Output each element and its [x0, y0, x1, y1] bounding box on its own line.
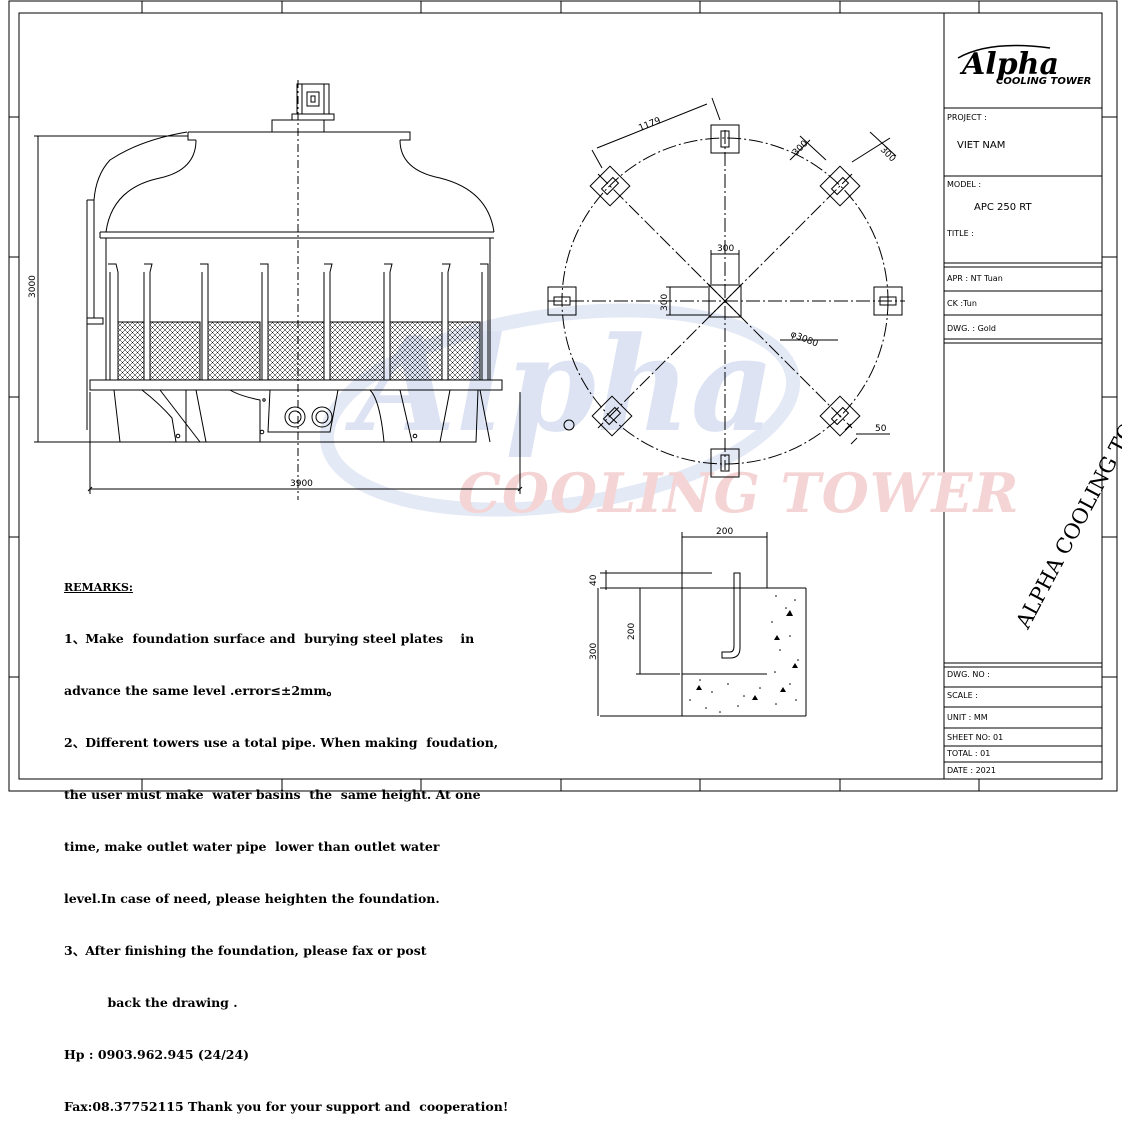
title-label: TITLE :: [947, 229, 974, 238]
detail-dim-200-side: 200: [627, 623, 637, 640]
ck-field: CK :Tun: [947, 299, 977, 308]
project-value: VIET NAM: [957, 140, 1006, 151]
remarks-block: REMARKS: 1、Make foundation surface and b…: [64, 544, 508, 1132]
remarks-line: 3、After finishing the foundation, please…: [64, 942, 427, 958]
remarks-line: Hp : 0903.962.945 (24/24): [64, 1046, 250, 1062]
total-field: TOTAL : 01: [947, 749, 991, 758]
remarks-line: back the drawing .: [64, 994, 238, 1010]
project-label: PROJECT :: [947, 113, 987, 122]
date-field: DATE : 2021: [947, 766, 996, 775]
unit-field: UNIT : MM: [947, 713, 988, 722]
svg-text:COOLING TOWER: COOLING TOWER: [458, 461, 1019, 525]
remarks-line: 2、Different towers use a total pipe. Whe…: [64, 735, 499, 751]
detail-dim-40: 40: [589, 574, 599, 586]
svg-text:COOLING TOWER: COOLING TOWER: [996, 76, 1091, 87]
apr-field: APR : NT Tuan: [947, 274, 1003, 283]
alpha-logo: Alpha COOLING TOWER: [957, 44, 1091, 87]
dim-300-center-v: 300: [660, 294, 670, 311]
dwg-no-field: DWG. NO :: [947, 670, 990, 679]
width-dimension: 3900: [290, 479, 313, 489]
remarks-line: Fax:08.37752115 Thank you for your suppo…: [64, 1098, 509, 1114]
watermark: Alpha COOLING TOWER: [319, 303, 1019, 525]
dwg-field: DWG. : Gold: [947, 324, 996, 333]
svg-text:Alpha: Alpha: [959, 47, 1059, 82]
tower-elevation: [34, 80, 523, 500]
title-block-frame: [943, 13, 1102, 779]
detail-dim-200-top: 200: [716, 527, 733, 537]
dim-300-center-h: 300: [717, 244, 734, 254]
remarks-line: level.In case of need, please heighten t…: [64, 890, 440, 906]
remarks-line: advance the same level .error≤±2mm。: [64, 683, 340, 699]
fill-media: [117, 321, 481, 381]
foundation-detail: [597, 532, 807, 717]
scale-field: SCALE :: [947, 691, 978, 700]
remarks-title: REMARKS:: [64, 580, 133, 594]
drawing-sheet: Alpha COOLING TOWER: [8, 0, 1122, 792]
dim-50: 50: [875, 424, 887, 434]
dim-300-a: 300: [791, 139, 810, 158]
plan-view: [547, 97, 905, 478]
concrete-stipple: [689, 595, 799, 713]
model-label: MODEL :: [947, 180, 982, 189]
dim-300-b: 300: [878, 145, 897, 164]
model-value: APC 250 RT: [974, 202, 1032, 213]
remarks-line: time, make outlet water pipe lower than …: [64, 839, 440, 855]
sheet-no-field: SHEET NO: 01: [947, 733, 1004, 742]
dim-1179: 1179: [637, 116, 662, 134]
remarks-line: 1、Make foundation surface and burying st…: [64, 631, 475, 647]
diameter-dimension: φ3080: [789, 330, 820, 350]
vertical-title: ALPHA COOLING TOWER: [1011, 371, 1122, 633]
sheet-border: [8, 0, 1118, 792]
height-dimension: 3000: [28, 275, 38, 298]
remarks-line: the user must make water basins the same…: [64, 787, 481, 803]
detail-dim-300: 300: [589, 643, 599, 660]
